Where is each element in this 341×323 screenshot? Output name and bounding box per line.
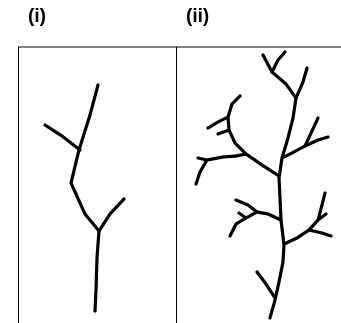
simple-tree-drawing: [43, 83, 126, 313]
panel-label-ii: (ii): [186, 6, 210, 27]
panel-label-i: (i): [28, 6, 46, 27]
panel-frame: [18, 46, 341, 323]
complex-tree-drawing: [194, 50, 333, 320]
